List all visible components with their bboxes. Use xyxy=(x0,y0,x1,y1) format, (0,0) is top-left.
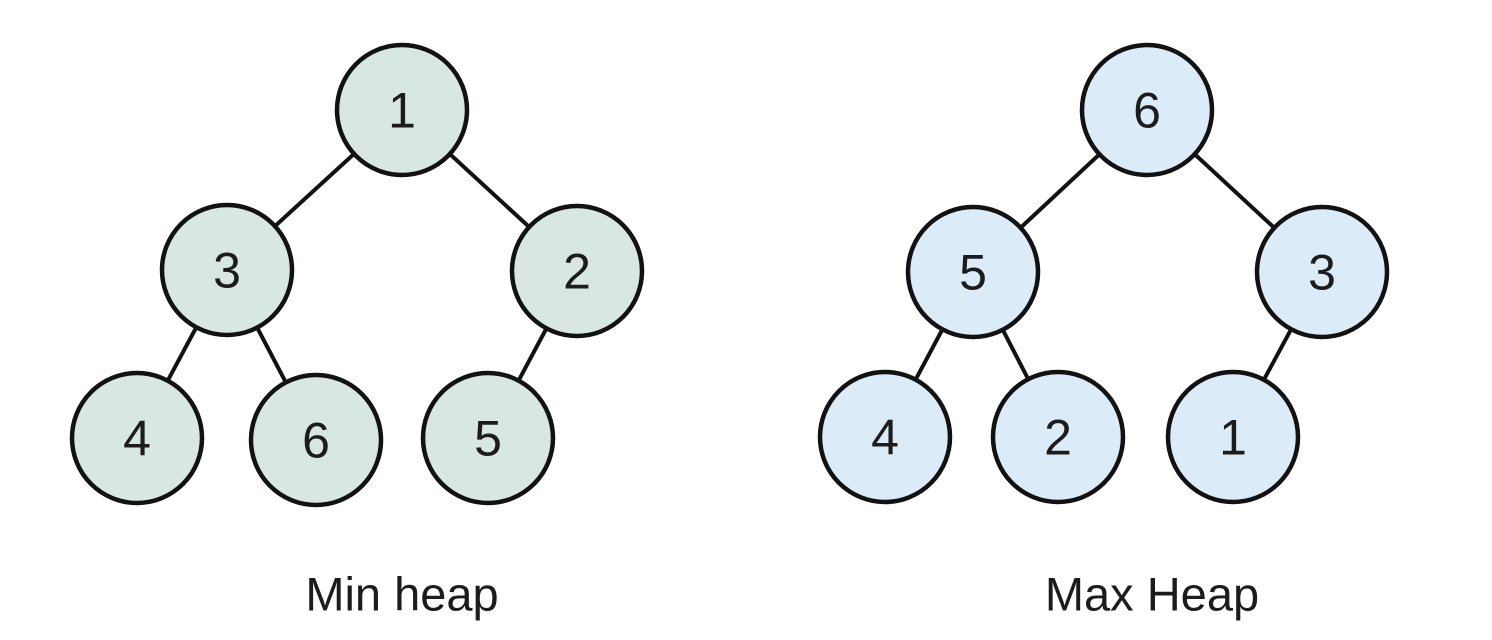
min-heap-node-1 xyxy=(334,42,470,178)
max-heap-node-2 xyxy=(990,369,1126,505)
min-heap-node-value: 2 xyxy=(563,244,591,300)
max-heap-node-4 xyxy=(817,369,953,505)
min-heap-label: Min heap xyxy=(305,567,499,621)
max-heap-node-value: 4 xyxy=(871,410,899,466)
max-heap-node-value: 1 xyxy=(1219,410,1247,466)
min-heap-group: 1 3 2 4 6 5 xyxy=(69,42,645,508)
max-heap-label: Max Heap xyxy=(1044,567,1260,621)
min-heap-node-value: 1 xyxy=(388,83,416,139)
max-heap-node-3 xyxy=(1254,204,1390,340)
max-heap-node-6 xyxy=(1079,42,1215,178)
min-heap-node-value: 6 xyxy=(302,413,330,469)
min-heap-node-4 xyxy=(69,370,205,506)
max-heap-node-5 xyxy=(905,204,1041,340)
min-heap-node-2 xyxy=(509,203,645,339)
max-heap-group: 6 5 3 4 2 1 xyxy=(817,42,1390,505)
max-heap-node-value: 3 xyxy=(1308,245,1336,301)
max-heap-node-value: 2 xyxy=(1044,410,1072,466)
max-heap-node-value: 6 xyxy=(1133,83,1161,139)
min-heap-node-value: 4 xyxy=(123,411,151,467)
max-heap-node-value: 5 xyxy=(959,245,987,301)
min-heap-node-6 xyxy=(248,372,384,508)
min-heap-node-value: 3 xyxy=(213,243,241,299)
min-heap-node-5 xyxy=(420,370,556,506)
min-heap-node-value: 5 xyxy=(474,411,502,467)
min-heap-node-3 xyxy=(159,202,295,338)
max-heap-node-1 xyxy=(1165,369,1301,505)
